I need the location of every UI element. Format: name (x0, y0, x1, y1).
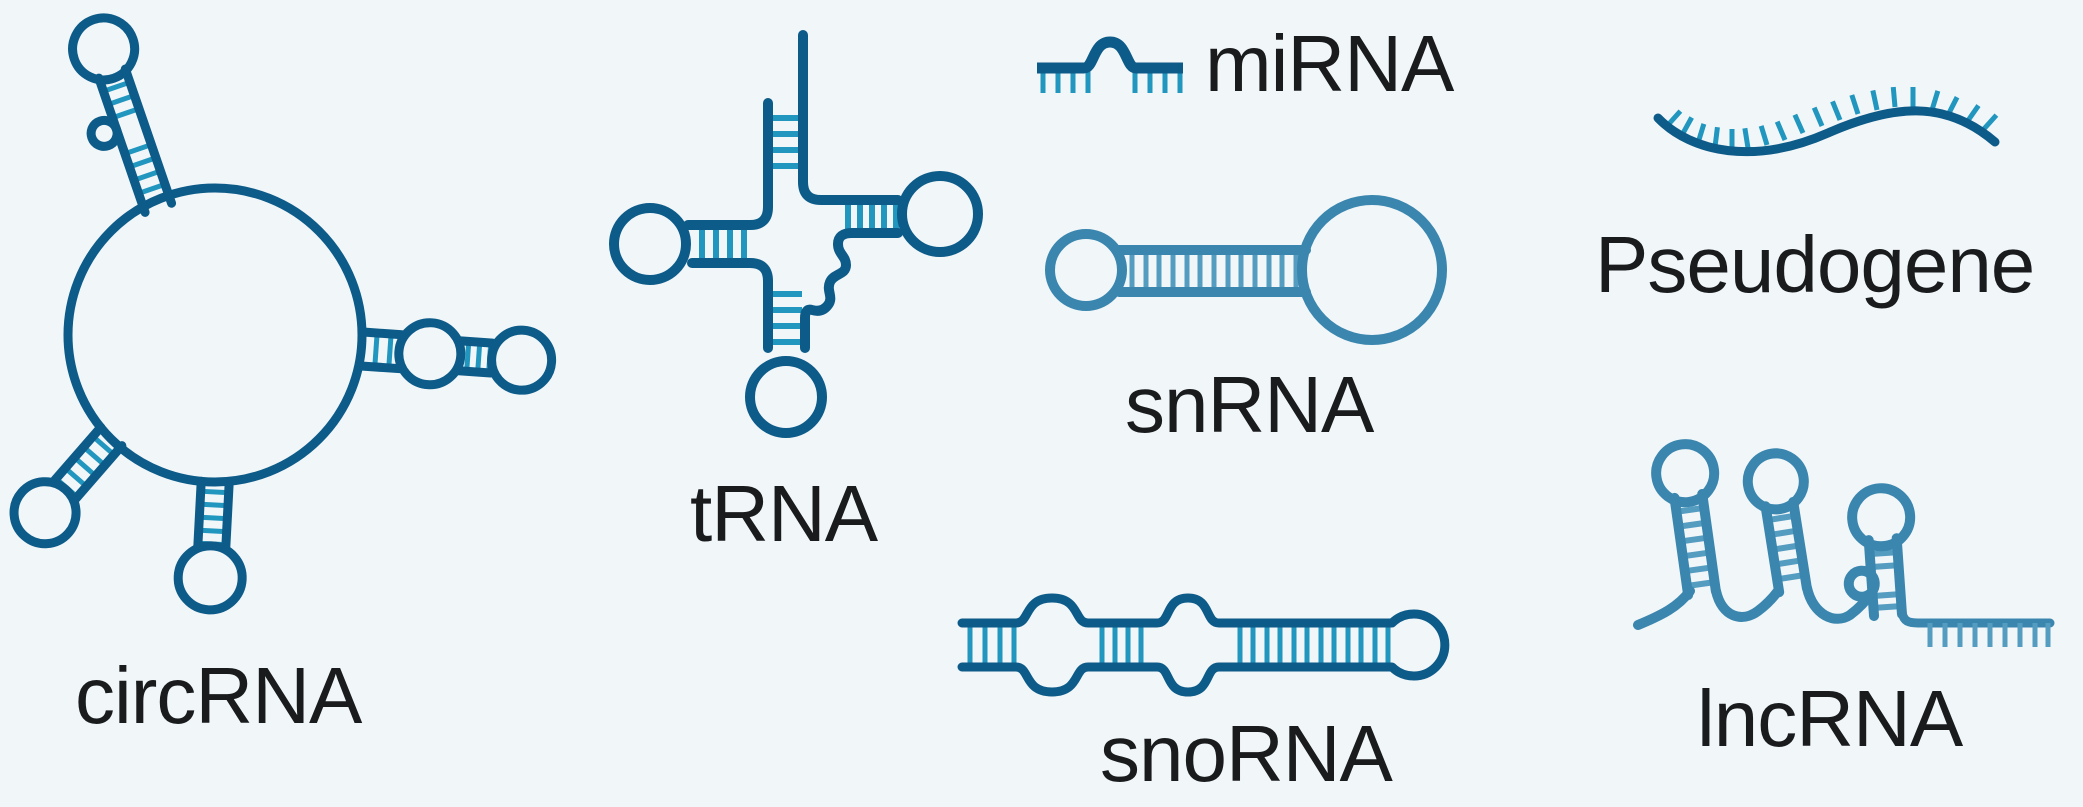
pseudogene-structure-icon (1653, 86, 2000, 157)
snrna-structure-icon (1045, 195, 1447, 345)
trna-label: tRNA (690, 469, 878, 558)
mirna-structure-icon (1037, 36, 1183, 93)
circrna-label: circRNA (75, 651, 362, 740)
lncrna-label: lncRNA (1697, 674, 1963, 763)
snorna-structure-icon (957, 593, 1450, 697)
snorna-label: snoRNA (1100, 709, 1393, 798)
lncrna-structure-icon (1633, 439, 2055, 647)
snrna-label: snRNA (1125, 360, 1374, 449)
pseudogene-label: Pseudogene (1595, 220, 2035, 309)
circrna-structure-icon (9, 13, 557, 615)
mirna-label: miRNA (1205, 19, 1454, 108)
trna-structure-icon (609, 30, 983, 438)
